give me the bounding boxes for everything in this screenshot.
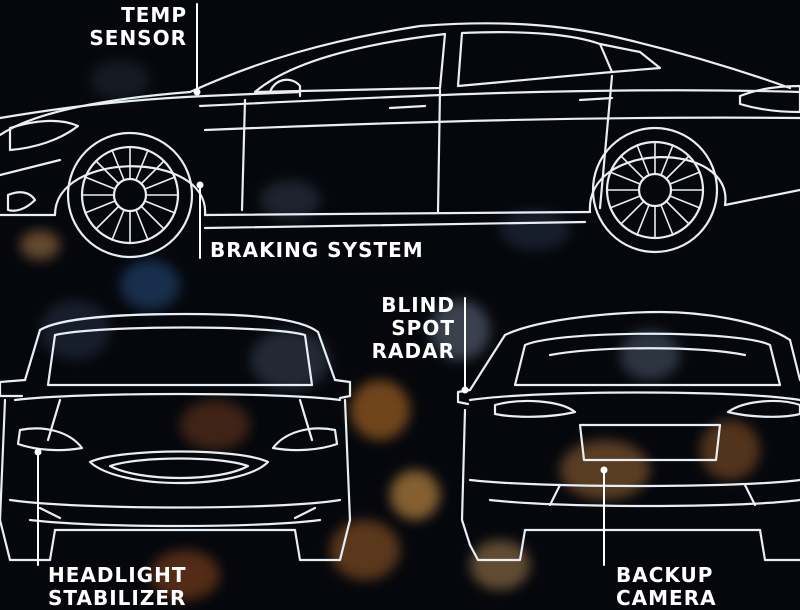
label-blind-spot-radar: BLIND SPOT RADAR	[372, 294, 455, 363]
label-blind-spot-radar-line-3: RADAR	[371, 339, 455, 363]
label-braking-system-line-1: BRAKING SYSTEM	[210, 238, 424, 262]
car-side-view	[0, 22, 800, 259]
label-blind-spot-radar-line-2: SPOT	[391, 316, 455, 340]
label-temp-sensor-line-2: SENSOR	[89, 26, 187, 50]
label-backup-camera: BACKUP CAMERA	[616, 564, 717, 610]
label-temp-sensor-line-1: TEMP	[121, 3, 187, 27]
car-front-view	[0, 312, 352, 562]
label-backup-camera-line-2: CAMERA	[616, 586, 717, 610]
car-rear-view	[456, 310, 800, 562]
label-headlight-stabilizer: HEADLIGHT STABILIZER	[48, 564, 186, 610]
label-backup-camera-line-1: BACKUP	[616, 563, 714, 587]
label-braking-system: BRAKING SYSTEM	[210, 239, 424, 262]
label-temp-sensor: TEMP SENSOR	[89, 4, 187, 50]
callout-dots	[34, 88, 608, 474]
label-headlight-stabilizer-line-2: STABILIZER	[48, 586, 187, 610]
label-blind-spot-radar-line-1: BLIND	[381, 293, 455, 317]
label-headlight-stabilizer-line-1: HEADLIGHT	[48, 563, 187, 587]
callout-lines	[37, 3, 605, 566]
